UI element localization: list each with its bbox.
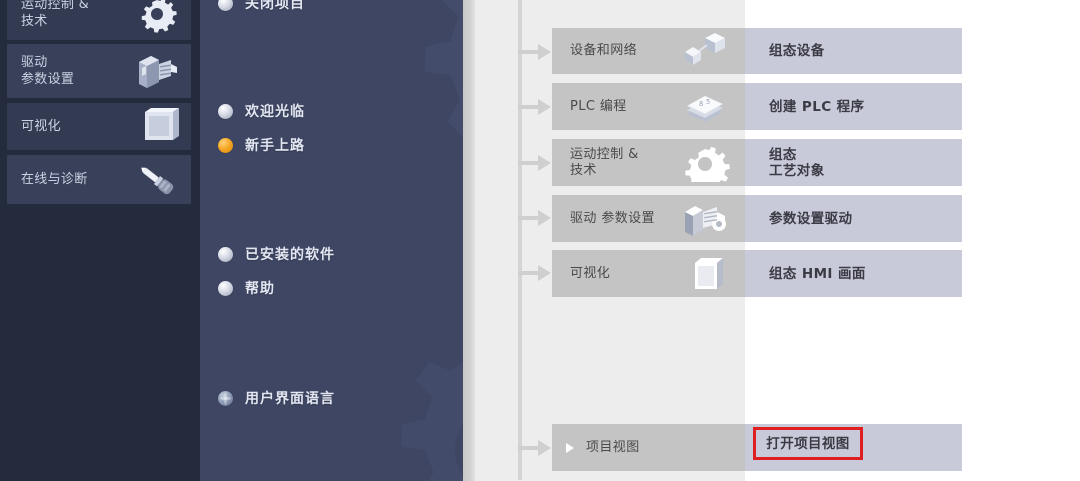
hmi-screen-icon: [679, 255, 731, 293]
gear-icon: [679, 144, 731, 191]
grey-bullet-icon: [218, 0, 233, 11]
program-stack-icon: 8 5: [679, 88, 731, 126]
task-row-drive-parameters[interactable]: 驱动 参数设置: [552, 195, 962, 242]
task-row-action: 组态 工艺对象: [769, 146, 825, 179]
task-row-label: 可视化: [570, 265, 611, 281]
orange-bullet-icon: [218, 137, 233, 153]
portal-item-label: 帮助: [245, 281, 275, 297]
portal-item-help[interactable]: 帮助: [218, 277, 275, 299]
portal-item-label: 欢迎光临: [245, 104, 305, 120]
network-cubes-icon: [679, 32, 731, 70]
gear-watermark-icon: [424, 0, 463, 137]
screwdriver-icon: [133, 159, 181, 201]
gear-watermark-icon: [401, 361, 463, 481]
task-row-left[interactable]: 运动控制 & 技术: [552, 139, 745, 191]
open-project-view-button[interactable]: 打开项目视图: [753, 427, 863, 460]
task-row-plc-programming[interactable]: PLC 编程 8 5 创建 PLC 程序: [552, 83, 962, 130]
sidebar-item-label: 在线与诊断: [21, 172, 88, 187]
portal-item-label: 用户界面语言: [245, 391, 335, 407]
svg-text:8: 8: [699, 100, 703, 108]
sidebar-item-drive-parameters[interactable]: 驱动 参数设置: [7, 44, 191, 98]
grey-bullet-icon: [218, 246, 233, 262]
portal-item-label: 关闭项目: [245, 0, 305, 12]
connector-arrow: [518, 210, 552, 226]
connector-arrow: [518, 44, 552, 60]
task-row-device-network[interactable]: 设备和网络 组态设备: [552, 28, 962, 74]
drive-motor-icon: [679, 200, 731, 238]
gear-icon: [133, 0, 181, 34]
sidebar-item-label: 运动控制 & 技术: [21, 0, 90, 29]
drive-motor-icon: [133, 50, 181, 92]
task-row-right[interactable]: 组态 工艺对象: [745, 139, 962, 186]
task-row-right[interactable]: 参数设置驱动: [745, 195, 962, 242]
grey-bullet-icon: [218, 280, 233, 296]
connector-arrow: [518, 440, 552, 456]
connector-arrow: [518, 155, 552, 171]
grey-bullet-icon: [218, 103, 233, 119]
portal-item-installed-software[interactable]: 已安装的软件: [218, 243, 335, 265]
task-row-motion-control[interactable]: 运动控制 & 技术 组态 工艺对象: [552, 139, 962, 191]
task-row-left[interactable]: 可视化: [552, 250, 745, 297]
task-row-action: 打开项目视图: [766, 435, 850, 452]
portal-item-welcome[interactable]: 欢迎光临: [218, 100, 305, 122]
connector-arrow: [518, 265, 552, 281]
left-sidebar: 运动控制 & 技术 驱动 参数设置: [0, 0, 200, 481]
portal-item-first-steps[interactable]: 新手上路: [218, 134, 305, 156]
task-row-right[interactable]: 创建 PLC 程序: [745, 83, 962, 130]
task-row-label: 设备和网络: [570, 43, 638, 58]
portal-task-card-panel: 关闭项目 欢迎光临 新手上路 已安装的软件 帮助 用户界面语言: [200, 0, 463, 481]
task-row-right[interactable]: 组态设备: [745, 28, 962, 74]
hmi-screen-icon: [133, 106, 181, 148]
connector-arrow: [518, 99, 552, 115]
task-row-project-view[interactable]: 项目视图 打开项目视图: [552, 424, 962, 471]
sidebar-item-label: 驱动 参数设置: [21, 55, 75, 87]
portal-item-close-project[interactable]: 关闭项目: [218, 0, 305, 14]
globe-icon: [218, 390, 233, 406]
portal-item-label: 已安装的软件: [245, 247, 335, 263]
task-row-left[interactable]: PLC 编程 8 5: [552, 83, 745, 130]
task-row-right[interactable]: 打开项目视图: [745, 424, 962, 471]
svg-text:5: 5: [706, 98, 710, 106]
sidebar-item-label: 可视化: [21, 119, 61, 134]
task-row-label: 运动控制 & 技术: [570, 146, 639, 178]
portal-item-ui-language[interactable]: 用户界面语言: [218, 387, 335, 409]
task-list-area: 设备和网络 组态设备: [475, 0, 1080, 481]
task-row-action: 组态 HMI 画面: [769, 265, 866, 282]
connector-rail: [518, 0, 522, 480]
task-row-label: 项目视图: [586, 439, 640, 455]
sidebar-item-online-diagnostics[interactable]: 在线与诊断: [7, 155, 191, 204]
task-row-label: PLC 编程: [570, 98, 627, 114]
task-row-left[interactable]: 驱动 参数设置: [552, 195, 745, 242]
task-row-visualization[interactable]: 可视化 组态 HMI 画面: [552, 250, 962, 297]
sidebar-item-visualization[interactable]: 可视化: [7, 103, 191, 150]
task-row-action: 参数设置驱动: [769, 210, 853, 227]
task-row-right[interactable]: 组态 HMI 画面: [745, 250, 962, 297]
task-row-action: 创建 PLC 程序: [769, 98, 865, 115]
portal-item-label: 新手上路: [245, 138, 305, 154]
triangle-right-icon[interactable]: [566, 442, 574, 453]
task-row-left[interactable]: 项目视图: [552, 424, 745, 471]
panel-divider: [463, 0, 475, 481]
task-row-left[interactable]: 设备和网络: [552, 28, 745, 74]
task-row-label: 驱动 参数设置: [570, 210, 655, 226]
task-row-action: 组态设备: [769, 43, 825, 59]
sidebar-item-motion-control[interactable]: 运动控制 & 技术: [7, 0, 191, 40]
